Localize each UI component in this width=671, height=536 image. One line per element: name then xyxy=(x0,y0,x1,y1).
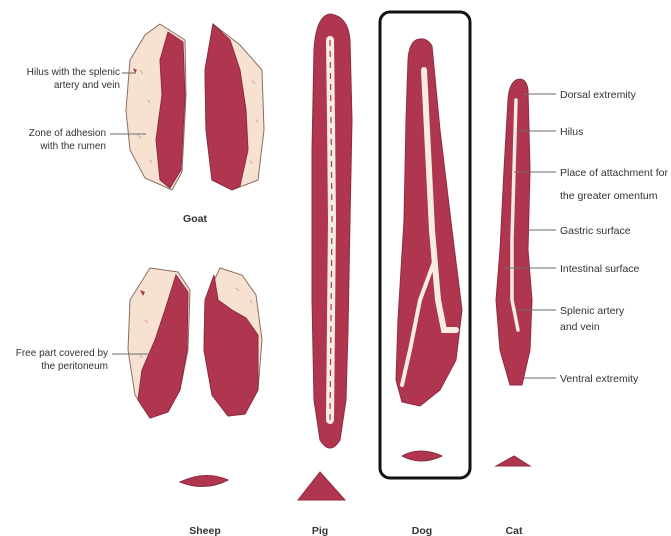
label-ventral-extremity: Ventral extremity xyxy=(560,373,639,385)
label-omentum-line2: the greater omentum xyxy=(560,190,658,202)
sheep-cross-section xyxy=(180,475,228,486)
label-hilus-splenic-line2: artery and vein xyxy=(54,80,120,91)
pig-cross-section xyxy=(298,472,345,500)
sheep-spleen-group: Sheep xyxy=(128,268,262,536)
label-dorsal-extremity: Dorsal extremity xyxy=(560,89,637,101)
label-free-part-line1: Free part covered by xyxy=(16,348,108,359)
label-gastric-surface: Gastric surface xyxy=(560,225,631,237)
label-adhesion-line1: Zone of adhesion xyxy=(29,128,106,139)
dog-spleen-group: Dog xyxy=(380,12,470,536)
cat-spleen-group: Cat xyxy=(496,79,532,536)
label-free-part-line2: the peritoneum xyxy=(41,361,108,372)
pig-species-label: Pig xyxy=(312,525,328,536)
label-intestinal-surface: Intestinal surface xyxy=(560,263,640,275)
label-splenic-line2: and vein xyxy=(560,321,600,333)
label-omentum-line1: Place of attachment for xyxy=(560,167,668,179)
label-splenic-line1: Splenic artery xyxy=(560,305,625,317)
label-hilus: Hilus xyxy=(560,126,583,138)
pig-spleen-group: Pig xyxy=(298,14,352,536)
cat-cross-section xyxy=(496,456,530,466)
cat-species-label: Cat xyxy=(506,525,523,536)
label-adhesion-line2: with the rumen xyxy=(39,141,106,152)
goat-species-label: Goat xyxy=(183,213,207,225)
goat-spleen-group: Goat xyxy=(126,24,264,225)
sheep-species-label: Sheep xyxy=(189,525,221,536)
dog-species-label: Dog xyxy=(412,525,432,536)
label-hilus-splenic-line1: Hilus with the splenic xyxy=(27,67,120,78)
dog-cross-section xyxy=(402,451,442,461)
